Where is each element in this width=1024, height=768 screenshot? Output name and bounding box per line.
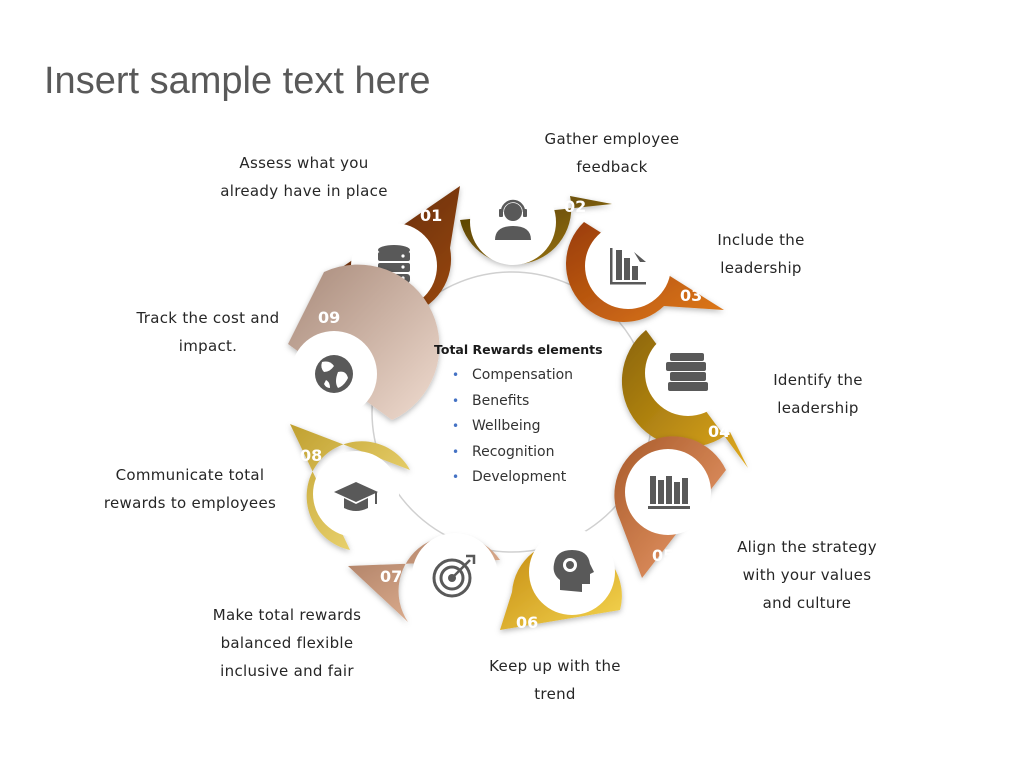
step-node-09 bbox=[288, 264, 440, 420]
step-number-01: 01 bbox=[420, 206, 443, 225]
step-number-03: 03 bbox=[680, 286, 703, 305]
step-node-07 bbox=[348, 533, 500, 622]
support-agent-icon bbox=[495, 199, 531, 240]
step-number-04: 04 bbox=[708, 422, 731, 441]
step-number-07: 07 bbox=[380, 567, 403, 586]
books-stack-icon bbox=[666, 353, 708, 391]
list-item: Compensation bbox=[432, 363, 632, 389]
target-icon bbox=[432, 554, 476, 598]
step-node-02 bbox=[460, 179, 612, 265]
graduation-cap-icon bbox=[334, 482, 378, 511]
step-number-08: 08 bbox=[300, 446, 323, 465]
page-title: Insert sample text here bbox=[44, 60, 431, 102]
center-summary: Total Rewards elements Compensation Bene… bbox=[432, 342, 632, 491]
step-node-05 bbox=[614, 436, 726, 578]
step-node-03 bbox=[566, 222, 724, 322]
list-item: Development bbox=[432, 465, 632, 491]
step-number-06: 06 bbox=[516, 613, 539, 632]
step-number-09: 09 bbox=[318, 308, 341, 327]
list-item: Wellbeing bbox=[432, 414, 632, 440]
bookshelf-icon bbox=[648, 476, 690, 509]
center-title: Total Rewards elements bbox=[434, 342, 603, 357]
center-list: Compensation Benefits Wellbeing Recognit… bbox=[432, 363, 632, 491]
step-node-08 bbox=[290, 424, 410, 550]
brain-head-icon bbox=[553, 550, 594, 592]
list-item: Recognition bbox=[432, 440, 632, 466]
globe-icon bbox=[315, 355, 353, 393]
step-number-05: 05 bbox=[652, 546, 675, 565]
bar-chart-icon bbox=[610, 248, 646, 285]
list-item: Benefits bbox=[432, 389, 632, 415]
step-number-02: 02 bbox=[564, 197, 587, 216]
step-node-04 bbox=[621, 330, 748, 468]
step-node-06 bbox=[500, 529, 622, 630]
